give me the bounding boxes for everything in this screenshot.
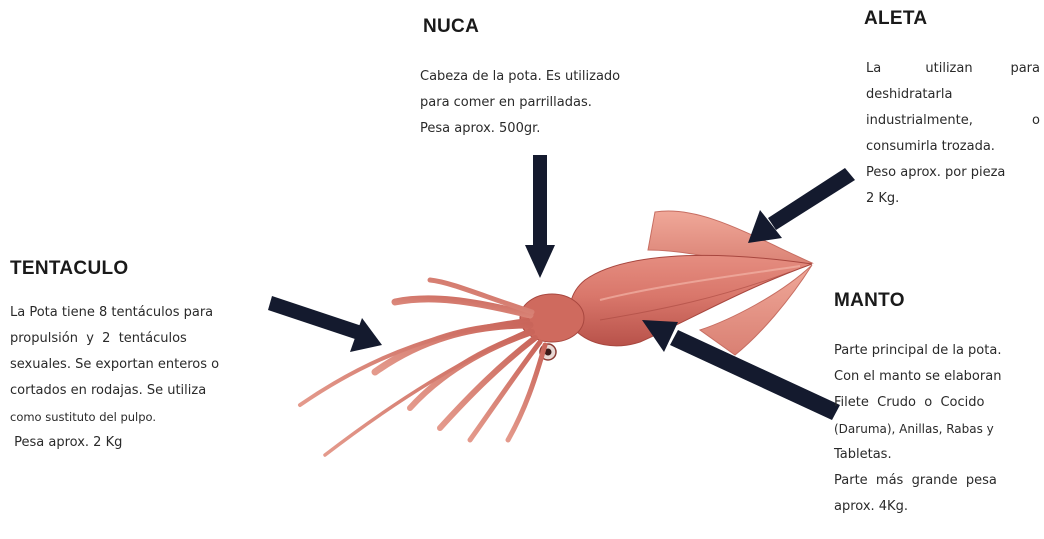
arrow-aleta <box>748 168 855 243</box>
squid-illustration <box>300 211 812 455</box>
tentaculo-line: como sustituto del pulpo. <box>10 404 255 430</box>
tentaculo-line: propulsión y 2 tentáculos <box>10 326 255 352</box>
aleta-line: industrialmente, o <box>866 108 1040 134</box>
tentaculo-line: Pesa aprox. 2 Kg <box>10 430 255 456</box>
nuca-line: Cabeza de la pota. Es utilizado <box>420 64 670 90</box>
aleta-line: La utilizan para <box>866 56 1040 82</box>
tentaculo-description: La Pota tiene 8 tentáculos para propulsi… <box>10 300 255 456</box>
manto-line: Filete Crudo o Cocido <box>834 390 1040 416</box>
manto-line: Tabletas. <box>834 442 1040 468</box>
squid-tentacles <box>300 280 545 455</box>
manto-line: Parte más grande pesa <box>834 468 1040 494</box>
aleta-title: ALETA <box>864 8 927 30</box>
nuca-description: Cabeza de la pota. Es utilizado para com… <box>420 64 670 142</box>
tentaculo-line: sexuales. Se exportan enteros o <box>10 352 255 378</box>
tentaculo-title: TENTACULO <box>10 258 128 280</box>
aleta-description: La utilizan para deshidratarla industria… <box>866 56 1040 212</box>
aleta-line: deshidratarla <box>866 82 1040 108</box>
manto-line: (Daruma), Anillas, Rabas y <box>834 416 1040 442</box>
manto-title: MANTO <box>834 290 905 312</box>
aleta-line: Peso aprox. por pieza <box>866 160 1040 186</box>
nuca-title: NUCA <box>423 16 479 38</box>
tentaculo-line: cortados en rodajas. Se utiliza <box>10 378 255 404</box>
manto-line: Con el manto se elaboran <box>834 364 1040 390</box>
tentaculo-line: La Pota tiene 8 tentáculos para <box>10 300 255 326</box>
arrow-tentaculo <box>268 296 382 352</box>
manto-line: Parte principal de la pota. <box>834 338 1040 364</box>
arrow-nuca <box>525 155 555 278</box>
manto-line: aprox. 4Kg. <box>834 494 1040 520</box>
nuca-line: para comer en parrilladas. <box>420 90 670 116</box>
nuca-line: Pesa aprox. 500gr. <box>420 116 670 142</box>
aleta-line: 2 Kg. <box>866 186 1040 212</box>
aleta-line: consumirla trozada. <box>866 134 1040 160</box>
manto-description: Parte principal de la pota. Con el manto… <box>834 338 1040 520</box>
